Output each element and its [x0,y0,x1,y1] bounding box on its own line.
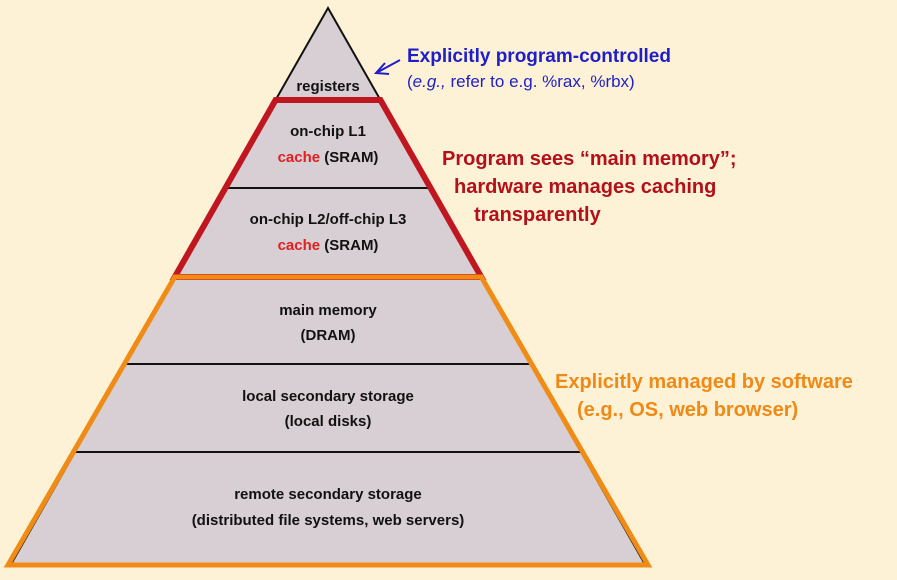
hardware-line-3: transparently [474,204,601,226]
program-controlled-subtitle: (e.g., refer to e.g. %rax, %rbx) [407,72,635,91]
level-label-remote-storage-line-1: remote secondary storage [234,486,422,503]
label-text: (distributed file systems, web servers) [192,512,465,529]
hardware-line-2: hardware manages caching [454,176,717,198]
label-text: on-chip L1 [290,123,366,140]
program-controlled-annotation: Explicitly program-controlled (e.g., ref… [407,44,671,94]
level-label-l2l3-line-2: cache (SRAM) [278,237,379,254]
label-text: (SRAM) [320,149,378,166]
label-text: (local disks) [285,413,372,430]
level-label-l2l3-line-1: on-chip L2/off-chip L3 [250,211,407,228]
label-text: remote secondary storage [234,486,422,503]
software-line-2: (e.g., OS, web browser) [577,399,799,421]
cache-word: cache [278,237,321,254]
level-label-local-storage-line-2: (local disks) [285,413,372,430]
level-label-local-storage-line-1: local secondary storage [242,388,414,405]
label-text: on-chip L2/off-chip L3 [250,211,407,228]
label-text: local secondary storage [242,388,414,405]
level-label-l1-line-2: cache (SRAM) [278,149,379,166]
level-label-registers-line-1: registers [296,78,359,95]
arrow-icon [373,59,401,75]
hardware-managed-annotation: Program sees “main memory”; hardware man… [442,145,737,229]
label-text: (DRAM) [301,327,356,344]
level-label-main-memory-line-1: main memory [279,302,377,319]
software-managed-annotation: Explicitly managed by software (e.g., OS… [555,368,853,424]
software-line-1: Explicitly managed by software [555,371,853,393]
program-controlled-example: refer to e.g. %rax, %rbx) [445,72,635,91]
program-controlled-title: Explicitly program-controlled [407,46,671,67]
level-label-l1-line-1: on-chip L1 [290,123,366,140]
software-region-border [3,274,653,568]
level-label-main-memory-line-2: (DRAM) [301,327,356,344]
level-labels: registers on-chip L1 cache (SRAM) on-chip L… [192,78,465,529]
cache-word: cache [278,149,321,166]
level-dividers [74,187,582,453]
hardware-line-1: Program sees “main memory”; [442,148,737,170]
label-text: (SRAM) [320,237,378,254]
program-controlled-eg: e.g., [412,72,446,91]
level-label-remote-storage-line-2: (distributed file systems, web servers) [192,512,465,529]
label-text: main memory [279,302,377,319]
label-text: registers [296,78,359,95]
